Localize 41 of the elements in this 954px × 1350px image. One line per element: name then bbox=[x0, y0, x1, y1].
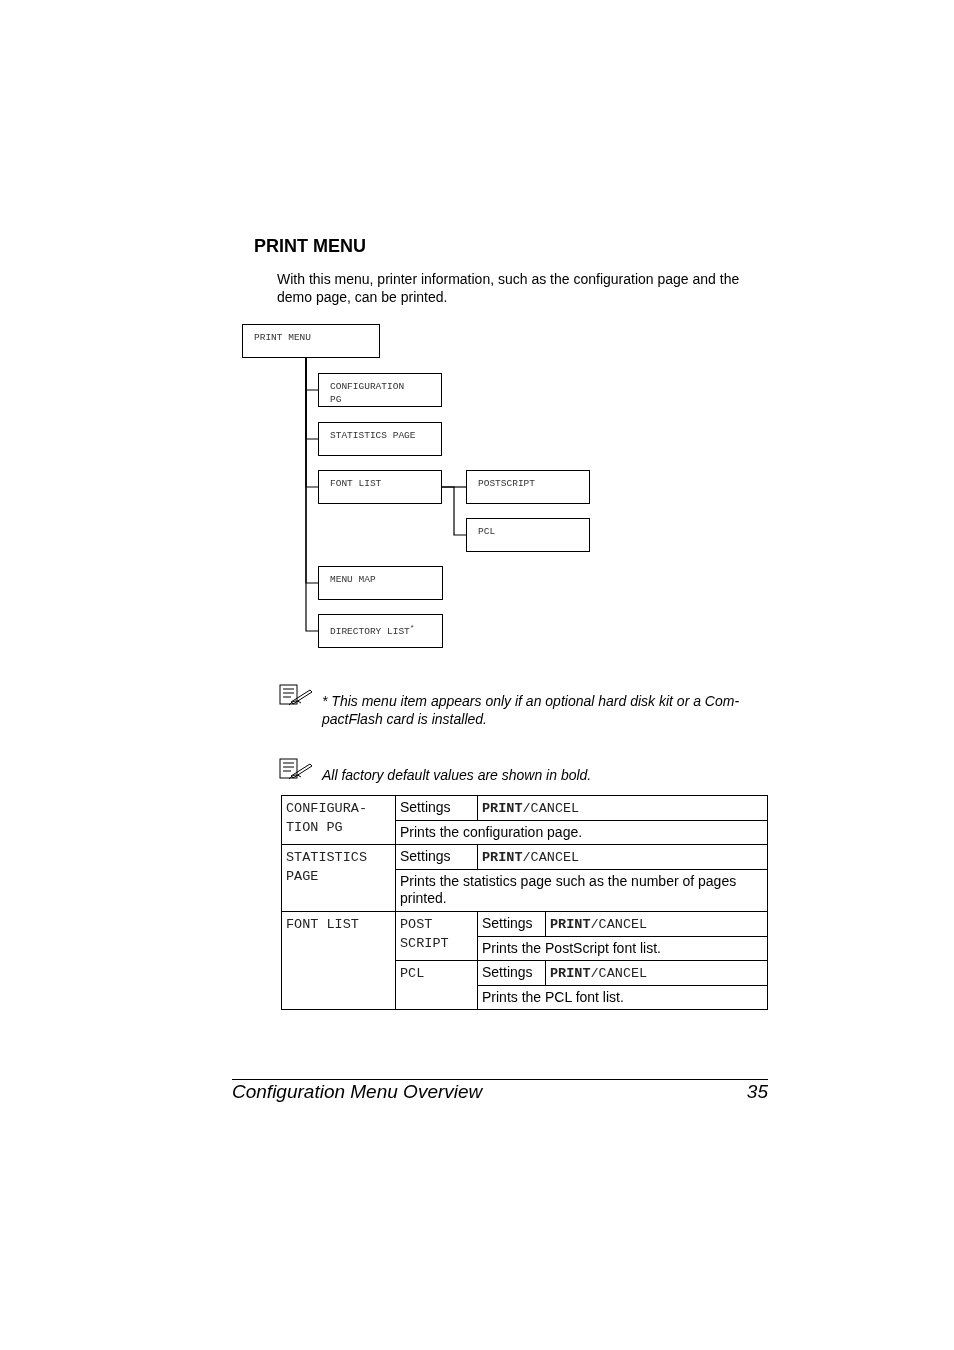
page-number: 35 bbox=[745, 1081, 768, 1103]
setting-value: PRINT/CANCEL bbox=[477, 795, 768, 821]
settings-label: Settings bbox=[477, 911, 546, 937]
settings-label: Settings bbox=[477, 960, 546, 986]
setting-value: PRINT/CANCEL bbox=[545, 960, 768, 986]
note-text: All factory default values are shown in bold. bbox=[322, 766, 593, 784]
menu-item-label: DIRECTORY LIST$^{*}$ bbox=[330, 622, 416, 639]
connector-line bbox=[305, 357, 319, 632]
intro-paragraph: With this menu, printer information, such as the configuration page and the demo page, can be printed. bbox=[277, 270, 741, 306]
menu-item-box bbox=[318, 422, 442, 456]
connector-line bbox=[441, 486, 467, 536]
description-cell: Prints the PostScript font list. bbox=[477, 936, 768, 961]
submenu-item-cell: PCL bbox=[395, 960, 478, 1010]
menu-item-label: PCL bbox=[478, 525, 497, 538]
menu-item-label: CONFIGURATION PG bbox=[330, 380, 406, 406]
menu-item-box bbox=[318, 470, 442, 504]
description-cell: Prints the configuration page. bbox=[395, 820, 768, 845]
menu-item-box bbox=[318, 614, 443, 648]
section-heading: PRINT MENU bbox=[254, 236, 366, 257]
menu-item-box bbox=[318, 566, 443, 600]
description-cell: Prints the statistics page such as the number of pages printed. bbox=[395, 869, 768, 912]
settings-label: Settings bbox=[395, 844, 478, 870]
menu-item-box bbox=[318, 373, 442, 407]
menu-item-box bbox=[242, 324, 380, 358]
menu-item-label: PRINT MENU bbox=[254, 331, 312, 344]
description-cell: Prints the PCL font list. bbox=[477, 985, 768, 1010]
menu-item-cell: CONFIGURA- TION PG bbox=[281, 795, 396, 845]
menu-item-label: STATISTICS PAGE bbox=[330, 429, 417, 442]
menu-item-label: MENU MAP bbox=[330, 573, 377, 586]
submenu-item-cell: POST SCRIPT bbox=[395, 911, 478, 961]
settings-label: Settings bbox=[395, 795, 478, 821]
footer-chapter-title: Configuration Menu Overview bbox=[232, 1081, 483, 1103]
setting-value: PRINT/CANCEL bbox=[545, 911, 768, 937]
setting-value: PRINT/CANCEL bbox=[477, 844, 768, 870]
menu-item-label: FONT LIST bbox=[330, 477, 383, 490]
note-text: * This menu item appears only if an optional hard disk kit or a Com- pactFlash card is installed. bbox=[322, 692, 741, 728]
menu-item-cell: STATISTICS PAGE bbox=[281, 844, 396, 912]
menu-item-label: POSTSCRIPT bbox=[478, 477, 536, 490]
menu-item-box bbox=[466, 518, 590, 552]
menu-item-cell: FONT LIST bbox=[281, 911, 396, 1010]
menu-item-box bbox=[466, 470, 590, 504]
